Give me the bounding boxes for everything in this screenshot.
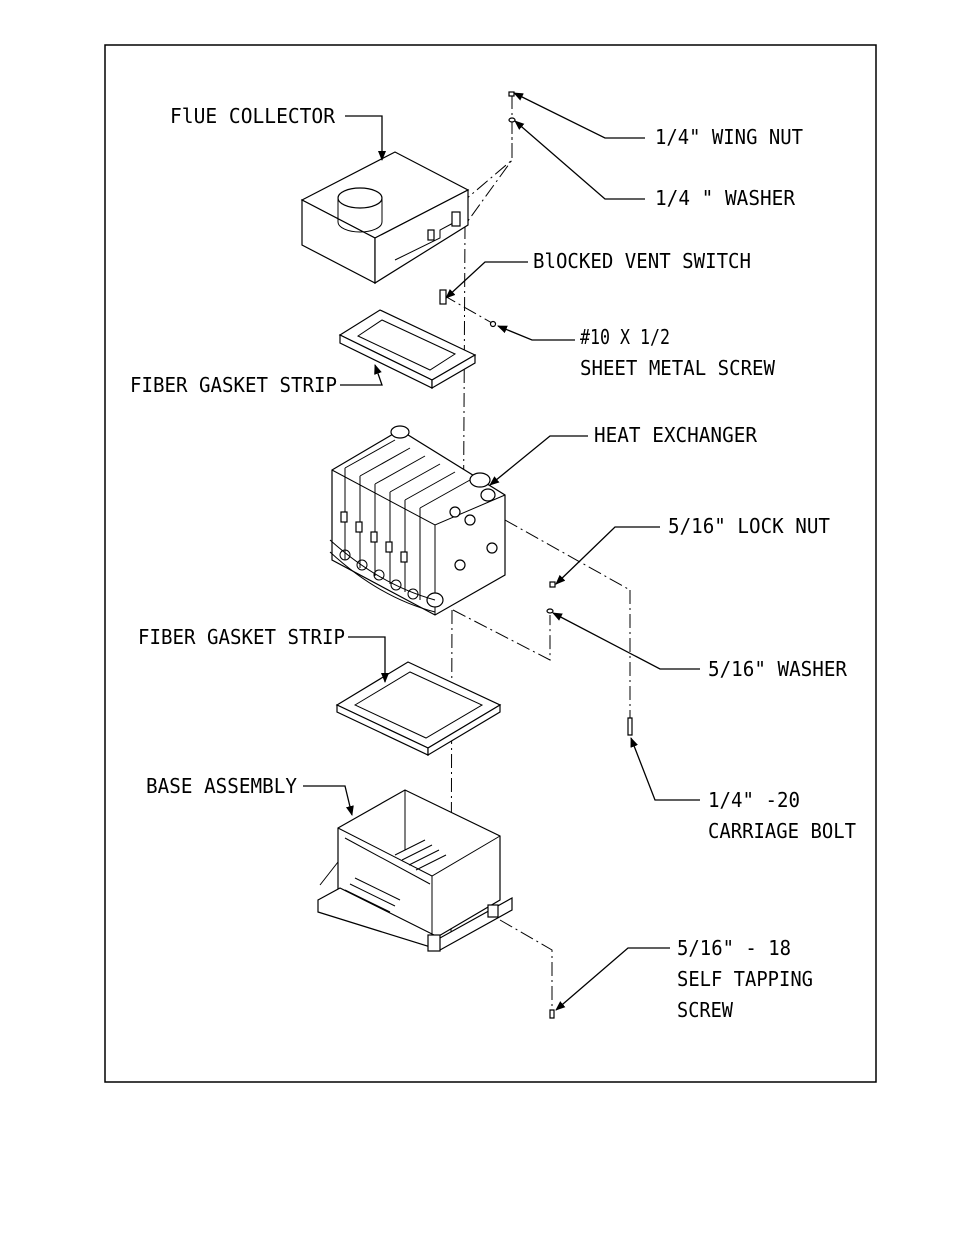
lock-nut-part xyxy=(549,581,556,588)
label-sheet-metal-screw-1: #10 X 1/2 xyxy=(580,325,670,349)
label-blocked-vent-switch: BlOCKED VENT SWITCH xyxy=(533,249,751,273)
label-tapping-screw-3: SCREW xyxy=(677,998,734,1022)
label-carriage-bolt-2: CARRIAGE BOLT xyxy=(708,819,856,843)
heat-exchanger-sections xyxy=(340,439,471,600)
heat-exchanger-part xyxy=(329,425,506,616)
heat-exchanger-headers xyxy=(329,425,498,613)
washer-quarter-part xyxy=(508,117,516,123)
label-flue-collector: FlUE COLLECTOR xyxy=(170,104,336,128)
burner-tubes xyxy=(344,839,447,913)
label-lock-nut: 5/16" LOCK NUT xyxy=(668,514,830,538)
label-carriage-bolt-1: 1/4" -20 xyxy=(708,788,800,812)
callout-labels: FlUE COLLECTOR 1/4" WING NUT 1/4 " WASHE… xyxy=(130,104,856,1022)
label-wing-nut: 1/4" WING NUT xyxy=(655,125,803,149)
fiber-gasket-bottom-part xyxy=(335,661,502,757)
wing-nut-part xyxy=(508,91,515,97)
label-washer-516: 5/16" WASHER xyxy=(708,657,848,681)
label-tapping-screw-1: 5/16" - 18 xyxy=(677,936,791,960)
tapping-screw-part xyxy=(549,1009,555,1019)
label-sheet-metal-screw-2: SHEET METAL SCREW xyxy=(580,356,776,380)
label-fiber-gasket-top: FIBER GASKET STRIP xyxy=(130,373,337,397)
washer-516-part xyxy=(546,608,554,614)
hardware-parts xyxy=(439,91,633,1019)
blocked-vent-switch-part xyxy=(439,289,447,305)
label-fiber-gasket-bottom: FIBER GASKET STRIP xyxy=(138,625,345,649)
leader-lines xyxy=(303,92,700,1011)
drawing-border xyxy=(104,44,877,1083)
base-assembly-part xyxy=(317,789,513,952)
label-washer-quarter: 1/4 " WASHER xyxy=(655,186,796,210)
label-base-assembly: BASE ASSEMBLY xyxy=(146,774,297,798)
label-tapping-screw-2: SELF TAPPING xyxy=(677,967,813,991)
fiber-gasket-top-part xyxy=(338,309,477,390)
flue-collector-part xyxy=(300,151,470,285)
carriage-bolt-part xyxy=(627,717,633,736)
sheet-metal-screw-part xyxy=(489,320,497,328)
label-heat-exchanger: HEAT EXCHANGER xyxy=(594,423,758,447)
